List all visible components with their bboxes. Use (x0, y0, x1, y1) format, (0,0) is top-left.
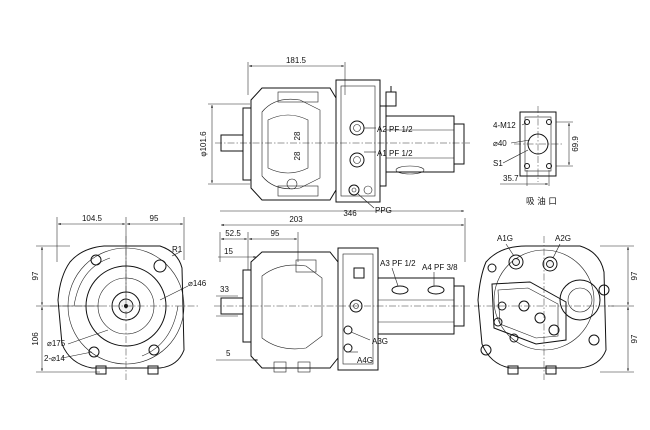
top-pump-body (250, 87, 337, 201)
front-dim-95: 95 (150, 214, 159, 223)
side-gauge-a4g-label: A4G (357, 356, 373, 365)
rear-port-a1g (508, 254, 524, 270)
top-dim-28-a: 28 (293, 131, 302, 140)
front-dia-146-label: ⌀146 (188, 279, 207, 288)
top-port-ppg (348, 184, 360, 196)
flange-dim-69-9: 69.9 (571, 136, 580, 152)
rear-valve-plate (491, 281, 567, 345)
side-port-a3 (391, 285, 409, 295)
rear-gauge-a2g-label: A2G (555, 234, 571, 243)
top-view: 181.5 φ101.6 28 28 (199, 56, 470, 215)
side-dim-15: 15 (224, 247, 233, 256)
top-dim-28-b: 28 (293, 151, 302, 160)
side-port-a3-label: A3 PF 1/2 (380, 259, 416, 268)
front-view: 104.5 95 97 106 R1 ⌀146 ⌀175 (31, 214, 207, 380)
side-port-a4g (343, 343, 353, 353)
side-gauge-a3g-label: A3G (372, 337, 388, 346)
side-dim-95: 95 (271, 229, 280, 238)
side-dim-203: 203 (289, 215, 303, 224)
side-port-a3g (343, 325, 353, 335)
rear-circle-right (559, 279, 601, 321)
flange-port-label: S1 (493, 159, 503, 168)
front-housing (57, 245, 185, 369)
top-flange (242, 107, 252, 181)
side-dim-33: 33 (220, 285, 229, 294)
top-width-dimension: 181.5 (247, 56, 346, 95)
rear-view: A1G A2G 97 97 (474, 234, 639, 380)
top-port-a1-label: A1 PF 1/2 (377, 149, 413, 158)
rear-gauge-a1g-label: A1G (497, 234, 513, 243)
top-height-label: φ101.6 (199, 131, 208, 157)
rear-dim-97-b: 97 (630, 334, 639, 343)
top-port-a2-label: A2 PF 1/2 (377, 125, 413, 134)
rear-dim-97-a: 97 (630, 271, 639, 280)
side-dim-52-5: 52.5 (225, 229, 241, 238)
flange-thread-label: 4-M12 (493, 121, 516, 130)
front-dim-106: 106 (31, 332, 40, 346)
front-dim-104-5: 104.5 (82, 214, 103, 223)
top-port-ppg-label: PPG (375, 206, 392, 215)
top-height-dimension: φ101.6 (199, 103, 250, 185)
front-dim-97: 97 (31, 271, 40, 280)
flange-bore-label: ⌀40 (493, 139, 507, 148)
top-port-a2 (349, 120, 365, 136)
front-dia-175-label: ⌀175 (47, 339, 66, 348)
side-dim-346: 346 (343, 209, 357, 218)
flange-dim-35-7: 35.7 (503, 174, 519, 183)
side-view: 52.5 95 203 346 15 33 5 (214, 209, 470, 373)
side-pump-body (250, 251, 339, 369)
side-dim-5: 5 (226, 349, 231, 358)
rear-port-a2g (542, 256, 558, 272)
top-port-a1 (349, 152, 365, 168)
side-port-a4 (427, 285, 445, 295)
top-valve-block (335, 79, 381, 203)
front-radius-label: R1 (172, 245, 183, 254)
top-width-label: 181.5 (286, 56, 307, 65)
front-holes-label: 2-⌀14 (44, 354, 65, 363)
suction-flange-detail: 4-M12 ⌀40 S1 69.9 35.7 吸 油 口 (493, 106, 580, 207)
side-port-a4-label: A4 PF 3/8 (422, 263, 458, 272)
rear-housing (477, 245, 607, 369)
flange-caption: 吸 油 口 (526, 196, 557, 207)
